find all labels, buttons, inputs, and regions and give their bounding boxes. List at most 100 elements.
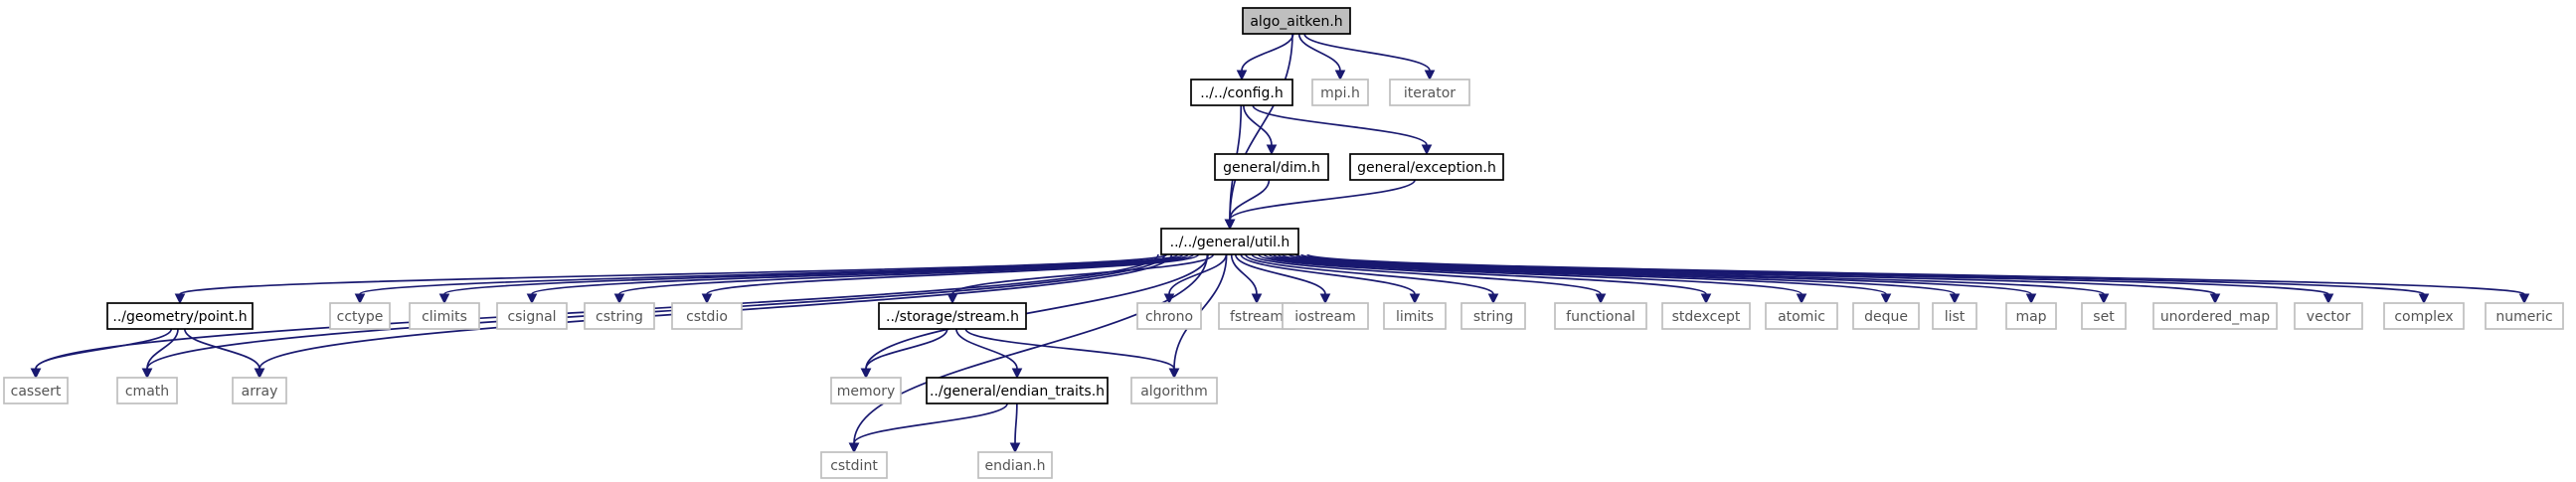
node-label: ../geometry/point.h bbox=[112, 309, 247, 325]
node-label: stdexcept bbox=[1672, 309, 1741, 325]
node-label: algo_aitken.h bbox=[1250, 14, 1342, 30]
node-set: set bbox=[2081, 302, 2127, 330]
edge-general-exception-h-to-general-util-h bbox=[1224, 179, 1416, 231]
edge-geometry-point-h-to-cmath bbox=[141, 328, 179, 380]
node-memory: memory bbox=[830, 377, 902, 404]
edge-config-h-to-general-dim-h bbox=[1242, 104, 1278, 156]
node-label: numeric bbox=[2495, 309, 2552, 325]
edge-general-util-h-to-list bbox=[1272, 253, 1961, 305]
node-general-exception-h[interactable]: general/exception.h bbox=[1349, 153, 1504, 181]
node-algo-aitken-h[interactable]: algo_aitken.h bbox=[1242, 7, 1351, 35]
node-atomic: atomic bbox=[1765, 302, 1838, 330]
node-label: array bbox=[242, 384, 278, 400]
node-cstdint: cstdint bbox=[820, 451, 888, 479]
edge-config-h-to-general-exception-h bbox=[1252, 104, 1433, 156]
node-label: cassert bbox=[11, 384, 62, 400]
node-cstring: cstring bbox=[584, 302, 655, 330]
node-label: chrono bbox=[1145, 309, 1193, 325]
node-label: functional bbox=[1566, 309, 1635, 325]
edge-general-util-h-to-cstdio bbox=[701, 253, 1200, 305]
edge-algo-aitken-h-to-mpi-h bbox=[1297, 33, 1346, 81]
node-deque: deque bbox=[1852, 302, 1920, 330]
edge-general-util-h-to-iostream bbox=[1234, 253, 1331, 305]
edge-general-endian-traits-h-to-endian-h bbox=[1009, 402, 1021, 454]
node-general-util-h[interactable]: ../../general/util.h bbox=[1160, 228, 1299, 255]
node-label: cstring bbox=[596, 309, 643, 325]
node-label: cctype bbox=[337, 309, 384, 325]
node-label: memory bbox=[837, 384, 896, 400]
edge-general-util-h-to-numeric bbox=[1306, 253, 2530, 305]
edge-general-endian-traits-h-to-cstdint bbox=[848, 402, 1009, 454]
node-label: algorithm bbox=[1140, 384, 1208, 400]
node-cassert: cassert bbox=[3, 377, 69, 404]
graph-nodes: algo_aitken.h ../../config.h mpi.h iterator… bbox=[3, 7, 2564, 479]
node-label: csignal bbox=[507, 309, 556, 325]
node-label: ../../general/util.h bbox=[1170, 235, 1290, 250]
node-label: unordered_map bbox=[2160, 309, 2270, 325]
node-label: set bbox=[2093, 309, 2115, 325]
edge-geometry-point-h-to-cassert bbox=[30, 328, 173, 380]
edge-geometry-point-h-to-array bbox=[183, 328, 265, 380]
edge-storage-stream-h-to-algorithm bbox=[964, 328, 1180, 380]
edge-general-util-h-to-cstring bbox=[613, 253, 1195, 305]
node-label: general/dim.h bbox=[1223, 160, 1320, 176]
node-label: limits bbox=[1396, 309, 1434, 325]
node-geometry-point-h[interactable]: ../geometry/point.h bbox=[106, 302, 254, 330]
edge-algo-aitken-h-to-iterator bbox=[1303, 33, 1436, 81]
edge-storage-stream-h-to-general-endian-traits-h bbox=[955, 328, 1023, 380]
edge-general-util-h-to-limits bbox=[1240, 253, 1421, 305]
node-string: string bbox=[1460, 302, 1526, 330]
edge-general-util-h-to-geometry-point-h bbox=[174, 253, 1168, 305]
node-label: general/exception.h bbox=[1357, 160, 1496, 176]
node-label: vector bbox=[2307, 309, 2351, 325]
node-general-endian-traits-h[interactable]: ../general/endian_traits.h bbox=[926, 377, 1109, 404]
node-label: climits bbox=[422, 309, 467, 325]
node-storage-stream-h[interactable]: ../storage/stream.h bbox=[878, 302, 1027, 330]
edge-general-util-h-to-unordered-map bbox=[1288, 253, 2221, 305]
node-endian-h: endian.h bbox=[977, 451, 1053, 479]
node-mpi-h: mpi.h bbox=[1311, 79, 1369, 106]
node-numeric: numeric bbox=[2485, 302, 2564, 330]
node-limits: limits bbox=[1383, 302, 1447, 330]
node-chrono: chrono bbox=[1136, 302, 1202, 330]
node-functional: functional bbox=[1554, 302, 1647, 330]
node-label: cstdint bbox=[830, 458, 878, 474]
node-iostream: iostream bbox=[1282, 302, 1369, 330]
node-label: deque bbox=[1864, 309, 1908, 325]
node-label: list bbox=[1945, 309, 1966, 325]
node-label: string bbox=[1473, 309, 1513, 325]
node-label: ../../config.h bbox=[1200, 85, 1283, 101]
node-cstdio: cstdio bbox=[671, 302, 743, 330]
node-list: list bbox=[1932, 302, 1977, 330]
node-map: map bbox=[2005, 302, 2057, 330]
node-cmath: cmath bbox=[116, 377, 178, 404]
node-label: fstream bbox=[1230, 309, 1284, 325]
node-array: array bbox=[232, 377, 287, 404]
edge-algo-aitken-h-to-general-util-h bbox=[1224, 33, 1293, 231]
edge-general-util-h-to-string bbox=[1245, 253, 1499, 305]
node-label: iterator bbox=[1404, 85, 1456, 101]
edge-general-util-h-to-fstream bbox=[1230, 253, 1263, 305]
node-climits: climits bbox=[409, 302, 480, 330]
node-label: atomic bbox=[1778, 309, 1825, 325]
node-label: cmath bbox=[125, 384, 169, 400]
node-algorithm: algorithm bbox=[1130, 377, 1218, 404]
edge-general-util-h-to-stdexcept bbox=[1257, 253, 1712, 305]
graph-edges bbox=[30, 33, 2530, 454]
node-general-dim-h[interactable]: general/dim.h bbox=[1214, 153, 1329, 181]
edge-general-util-h-to-functional bbox=[1251, 253, 1607, 305]
node-unordered-map: unordered_map bbox=[2152, 302, 2278, 330]
node-csignal: csignal bbox=[496, 302, 568, 330]
edge-storage-stream-h-to-memory bbox=[860, 328, 948, 380]
node-complex: complex bbox=[2383, 302, 2465, 330]
edge-algo-aitken-h-to-config-h bbox=[1236, 33, 1294, 81]
node-label: iostream bbox=[1294, 309, 1356, 325]
node-label: endian.h bbox=[984, 458, 1045, 474]
node-iterator: iterator bbox=[1389, 79, 1470, 106]
node-label: cstdio bbox=[686, 309, 728, 325]
node-vector: vector bbox=[2294, 302, 2363, 330]
node-stdexcept: stdexcept bbox=[1661, 302, 1751, 330]
node-label: ../general/endian_traits.h bbox=[930, 384, 1105, 400]
node-config-h[interactable]: ../../config.h bbox=[1190, 79, 1293, 106]
